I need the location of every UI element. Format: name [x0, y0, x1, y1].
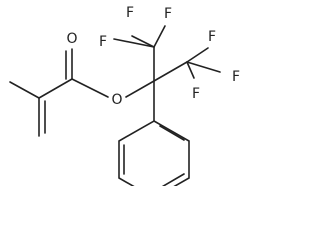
chemical-structure: O O F F F F F F [9, 5, 241, 186]
phenyl-double-bond-2 [161, 173, 185, 186]
atom-label-ester-oxygen: O [111, 92, 122, 108]
bond-quaternary-to-right-cf3 [153, 61, 188, 82]
atom-label-fluorine-3: F [99, 34, 107, 50]
bond-upper-cf3-to-f2 [131, 35, 155, 48]
bond-right-cf3-to-f6 [186, 61, 221, 73]
bond-methyl [9, 81, 40, 99]
phenyl-double-bond-1 [159, 125, 185, 141]
bond-upper-cf3-to-f1 [153, 25, 166, 48]
atom-label-fluorine-4: F [208, 29, 216, 45]
bond-carbonyl-to-ester-oxygen [71, 78, 109, 98]
bond-ester-oxygen-to-quaternary-carbon [125, 80, 155, 98]
bond-vinyl-carbon-to-carbonyl [38, 78, 73, 99]
bond-upper-cf3-to-f3 [113, 38, 155, 48]
atom-label-fluorine-2: F [126, 5, 134, 21]
atom-label-carbonyl-oxygen: O [66, 31, 77, 47]
bond-right-cf3-to-f5 [186, 61, 195, 79]
atom-label-fluorine-1: F [164, 6, 172, 22]
atom-label-fluorine-6: F [232, 69, 240, 85]
phenyl-ring [118, 120, 190, 186]
atom-label-fluorine-5: F [192, 86, 200, 102]
bond-right-cf3-to-f4 [186, 47, 209, 63]
